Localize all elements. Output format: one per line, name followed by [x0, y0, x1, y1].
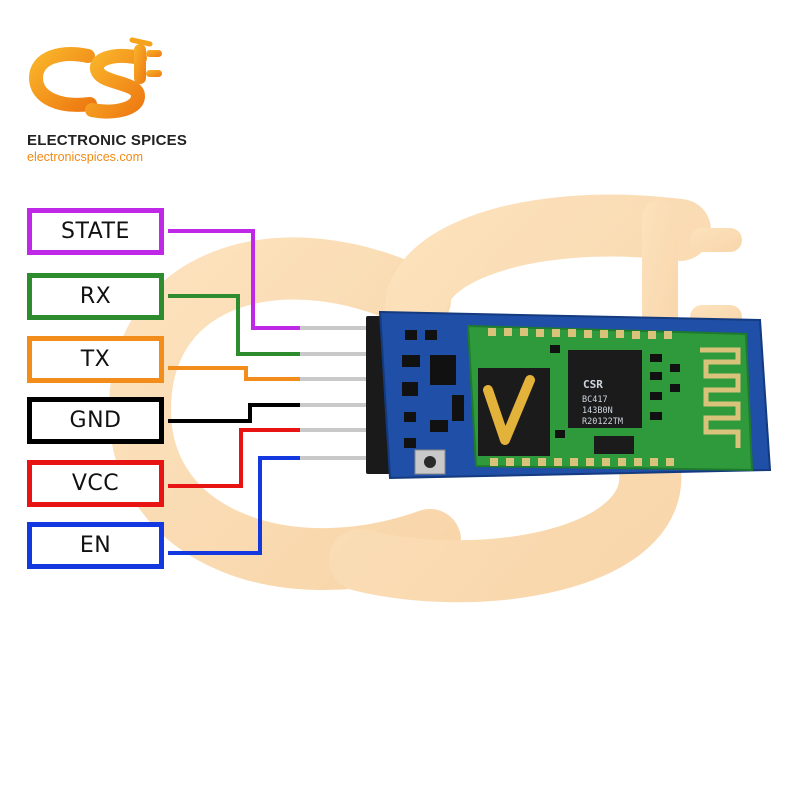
- brand-url: electronicspices.com: [27, 150, 227, 164]
- pin-label-gnd: GND: [27, 397, 164, 444]
- bluetooth-module: CSR BC417 143B0N R20122TM: [300, 312, 770, 478]
- pin-label-tx: TX: [27, 336, 164, 383]
- crystal: [594, 436, 634, 454]
- chip-line-3: R20122TM: [582, 417, 623, 427]
- pin-label-en: EN: [27, 522, 164, 569]
- chip-line-1: BC417: [582, 395, 608, 405]
- pin-label-vcc: VCC: [27, 460, 164, 507]
- chip-brand: CSR: [583, 378, 603, 391]
- brand-logo-icon: [36, 40, 162, 111]
- brand-name: ELECTRONIC SPICES: [27, 132, 227, 149]
- pin-label-state: STATE: [27, 208, 164, 255]
- pin-label-text: GND: [70, 408, 122, 433]
- pin-label-rx: RX: [27, 273, 164, 320]
- pin-label-text: STATE: [61, 219, 130, 244]
- pin-label-text: EN: [80, 533, 111, 558]
- chip-line-2: 143B0N: [582, 406, 613, 416]
- pin-label-text: TX: [81, 347, 111, 372]
- wire-tx: [168, 368, 302, 379]
- pin-label-text: RX: [80, 284, 111, 309]
- pin-label-text: VCC: [72, 471, 119, 496]
